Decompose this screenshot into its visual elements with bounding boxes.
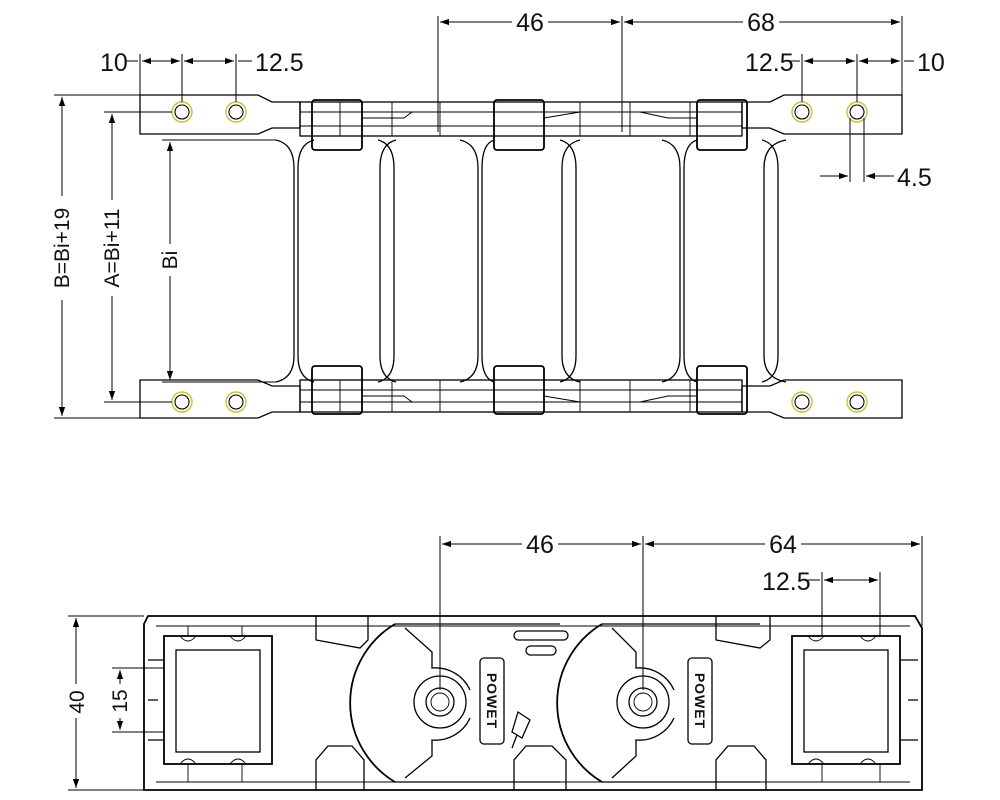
hole [791, 391, 813, 413]
dim-inner-width-label: Bi [159, 251, 182, 270]
side-right-end-window [791, 626, 918, 782]
top-left-lower-bracket [139, 379, 301, 419]
hole [171, 101, 193, 123]
dim-top-end-length-label: 68 [747, 9, 775, 37]
upper-side-band [299, 99, 748, 151]
screwdriver-icon [511, 710, 531, 749]
mounting-holes [171, 101, 868, 413]
hole [791, 101, 813, 123]
dim-top-right-holes: 12.5 10 [745, 49, 945, 102]
dim-left-edge-label: 10 [100, 49, 128, 77]
crossbar [275, 139, 315, 383]
dim-inner-width: Bi [158, 139, 276, 383]
dim-hole-diameter: 4.5 [820, 118, 932, 192]
side-view: POWET POWET 46 64 [64, 530, 923, 791]
dim-side-end-length: 64 [645, 530, 923, 626]
side-slot-marks [513, 630, 569, 656]
lower-side-band [299, 365, 748, 415]
crossbars [275, 139, 787, 383]
dim-side-pitch-label: 46 [526, 531, 554, 559]
brand-label-left: POWET [484, 673, 500, 729]
brand-plate-right: POWET [687, 657, 713, 745]
brand-plate-left: POWET [479, 657, 505, 745]
dim-top-pitch-label: 46 [516, 9, 544, 37]
dim-hole-diameter-label: 4.5 [897, 164, 932, 192]
dim-outer-width: B=Bi+19 [50, 94, 140, 419]
dim-side-hole-spacing: 12.5 [762, 568, 881, 636]
hole [225, 101, 247, 123]
crossbar [661, 139, 698, 383]
top-left-upper-bracket [139, 94, 301, 135]
brand-label-right: POWET [692, 673, 708, 729]
top-view: 46 68 10 12.5 1 [50, 8, 945, 419]
dim-side-hole-spacing-label: 12.5 [762, 568, 811, 596]
crossbar [559, 139, 581, 383]
side-left-end-window [148, 626, 273, 782]
side-right-link [556, 623, 760, 783]
dim-right-spacing-label: 12.5 [745, 49, 794, 77]
hole [171, 391, 193, 413]
dim-right-edge-label: 10 [917, 49, 945, 77]
dim-top-left-holes: 10 12.5 [100, 49, 304, 102]
dim-top-pitch: 46 [437, 8, 623, 132]
dim-side-pitch: 46 [439, 530, 644, 690]
dim-mount-width-label: A=Bi+11 [101, 208, 124, 287]
hole [846, 391, 868, 413]
dim-left-spacing-label: 12.5 [255, 49, 304, 77]
top-right-upper-bracket [741, 94, 903, 135]
side-plate-tabs [315, 616, 771, 790]
dim-side-opening: 15 [108, 667, 164, 733]
hole [225, 391, 247, 413]
dim-side-end-length-label: 64 [769, 531, 797, 559]
dim-side-height-label: 40 [66, 690, 89, 713]
dim-mount-width: A=Bi+11 [100, 111, 172, 403]
dim-side-opening-label: 15 [109, 689, 132, 712]
dim-side-height: 40 [64, 615, 144, 791]
crossbar [377, 139, 397, 383]
top-right-lower-bracket [741, 379, 903, 419]
dim-outer-width-label: B=Bi+19 [51, 208, 74, 289]
crossbar [459, 139, 495, 383]
crossbar [761, 139, 787, 383]
side-left-link [349, 623, 560, 783]
